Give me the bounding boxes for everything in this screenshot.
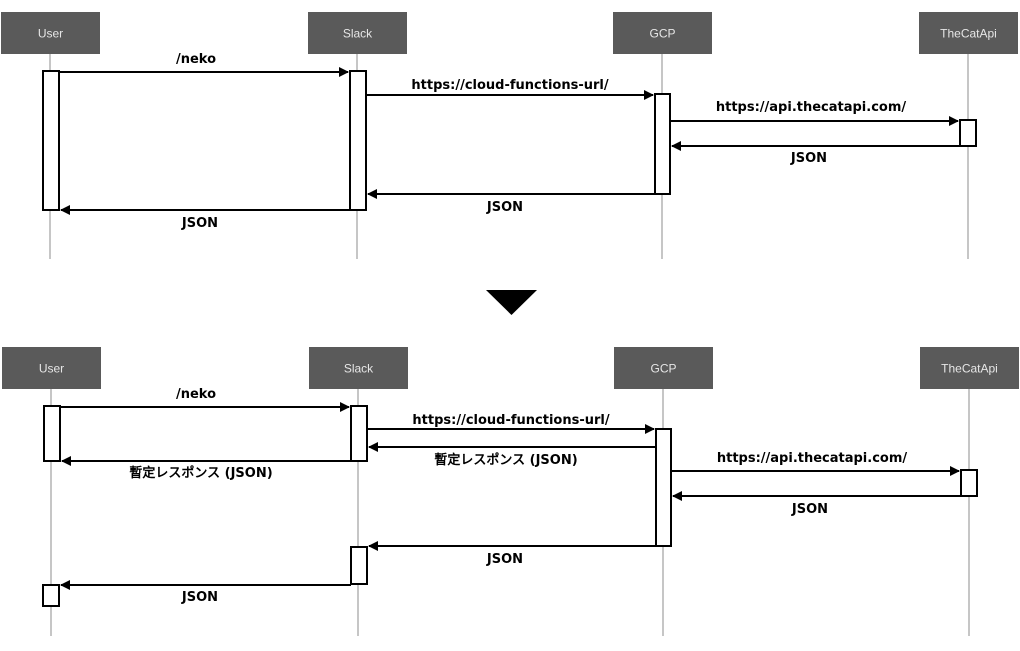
message-cloud-functions: https://cloud-functions-url/ (367, 413, 655, 434)
actor-gcp: GCP (613, 12, 712, 54)
actor-label-gcp: GCP (649, 27, 675, 41)
diagram-after: User Slack GCP TheCatApi (2, 347, 1019, 636)
message-label: JSON (486, 552, 523, 567)
message-gcp-json: JSON (367, 189, 655, 215)
actor-slack: Slack (308, 12, 407, 54)
message-label: JSON (791, 502, 828, 517)
message-label: https://api.thecatapi.com/ (717, 451, 908, 466)
message-label: JSON (181, 590, 218, 605)
activation-user (42, 70, 60, 211)
message-neko: /neko (60, 387, 350, 412)
message-interim-to-slack: 暫定レスポンス (JSON) (368, 442, 656, 468)
message-label: https://cloud-functions-url/ (412, 413, 609, 428)
actor-thecatapi: TheCatApi (919, 12, 1018, 54)
activation-user-late (42, 584, 60, 607)
actor-label-slack: Slack (343, 27, 373, 41)
actor-user: User (2, 347, 101, 389)
message-label: https://api.thecatapi.com/ (716, 100, 907, 115)
activation-gcp (655, 428, 672, 547)
activation-user (43, 405, 61, 462)
activation-gcp (654, 93, 671, 195)
message-label: JSON (790, 151, 827, 166)
actor-label-thecatapi: TheCatApi (941, 362, 998, 376)
actor-slack: Slack (309, 347, 408, 389)
actor-label-user: User (39, 362, 64, 376)
message-label: https://cloud-functions-url/ (411, 78, 608, 93)
message-slack-json: JSON (60, 580, 351, 605)
message-interim-to-user: 暫定レスポンス (JSON) (61, 456, 351, 481)
message-gcp-json: JSON (368, 541, 656, 567)
activation-slack-late (350, 546, 368, 585)
actor-thecatapi: TheCatApi (920, 347, 1019, 389)
message-label: JSON (486, 200, 523, 215)
actor-label-slack: Slack (344, 362, 374, 376)
message-label: /neko (176, 52, 216, 67)
actor-gcp: GCP (614, 347, 713, 389)
actor-label-gcp: GCP (650, 362, 676, 376)
message-cloud-functions: https://cloud-functions-url/ (366, 78, 654, 100)
message-label: 暫定レスポンス (JSON) (434, 452, 577, 468)
message-label: /neko (176, 387, 216, 402)
actor-label-user: User (38, 27, 63, 41)
diagram-before: User Slack GCP TheCatApi /neko (1, 12, 1018, 259)
message-neko: /neko (59, 52, 349, 77)
message-thecatapi-json: JSON (671, 141, 960, 166)
message-slack-json: JSON (60, 205, 350, 231)
down-triangle-icon (486, 290, 537, 315)
activation-thecatapi (959, 119, 977, 147)
activation-slack (349, 70, 367, 211)
activation-slack (350, 405, 368, 462)
actor-user: User (1, 12, 100, 54)
activation-thecatapi (960, 469, 978, 497)
actor-label-thecatapi: TheCatApi (940, 27, 997, 41)
message-label: JSON (181, 216, 218, 231)
message-thecatapi-json: JSON (672, 491, 961, 517)
message-label: 暫定レスポンス (JSON) (129, 465, 272, 481)
message-thecatapi-request: https://api.thecatapi.com/ (670, 100, 959, 126)
message-thecatapi-request: https://api.thecatapi.com/ (671, 451, 960, 476)
